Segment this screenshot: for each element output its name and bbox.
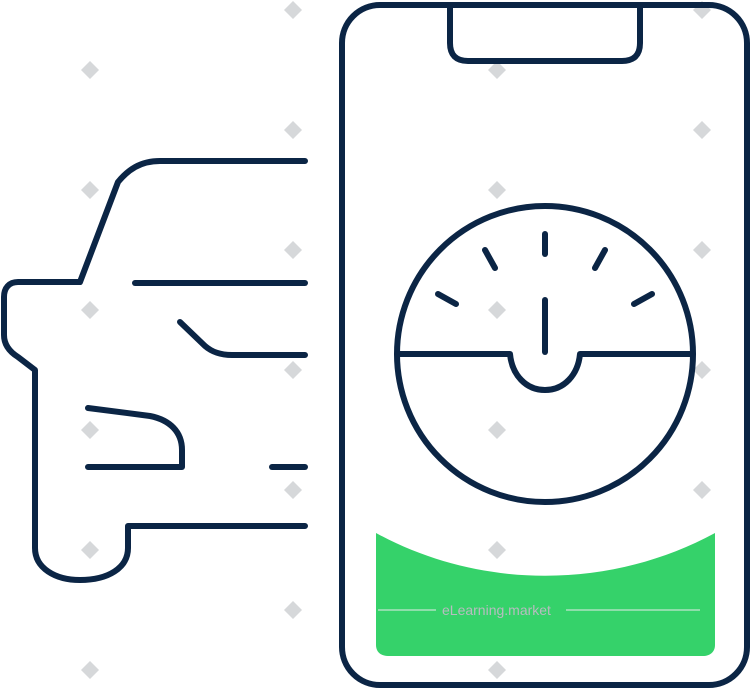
- watermark-diamond: [81, 181, 99, 199]
- phone-green-panel: [376, 533, 715, 656]
- watermark-diamond: [284, 361, 302, 379]
- watermark-diamond: [81, 301, 99, 319]
- car-icon: [1, 158, 308, 583]
- watermark-diamond: [488, 301, 506, 319]
- watermark-diamond: [284, 121, 302, 139]
- watermark-diamond: [488, 421, 506, 439]
- watermark-diamond: [488, 541, 506, 559]
- watermark-diamond: [284, 481, 302, 499]
- speedometer-tick: [435, 291, 459, 307]
- watermark-diamond: [488, 181, 506, 199]
- watermark-diamond: [284, 241, 302, 259]
- speedometer-tick: [631, 291, 655, 307]
- phone-body: [339, 2, 750, 688]
- watermark-diamond: [81, 421, 99, 439]
- watermark-diamond: [284, 1, 302, 19]
- watermark-diamond: [693, 481, 711, 499]
- watermark-text: eLearning.market: [442, 602, 551, 618]
- watermark-diamond: [693, 241, 711, 259]
- speedometer-tick: [592, 247, 608, 271]
- watermark-diamond: [693, 361, 711, 379]
- phone-notch: [447, 8, 643, 64]
- speedometer-icon: [394, 203, 696, 505]
- car-body-outline: [1, 158, 308, 583]
- watermark-diamond: [81, 541, 99, 559]
- speedometer-tick: [482, 247, 498, 271]
- smartphone-icon: [339, 2, 750, 688]
- car-headlight: [85, 405, 185, 470]
- watermark-diamond: [488, 661, 506, 679]
- watermark-diamond: [81, 661, 99, 679]
- car-fender-line: [177, 319, 308, 358]
- watermark-diamond: [81, 61, 99, 79]
- speedometer-hub: [394, 351, 696, 393]
- watermark-diamond: [693, 121, 711, 139]
- watermark-diamond: [488, 61, 506, 79]
- watermark-diamond: [284, 601, 302, 619]
